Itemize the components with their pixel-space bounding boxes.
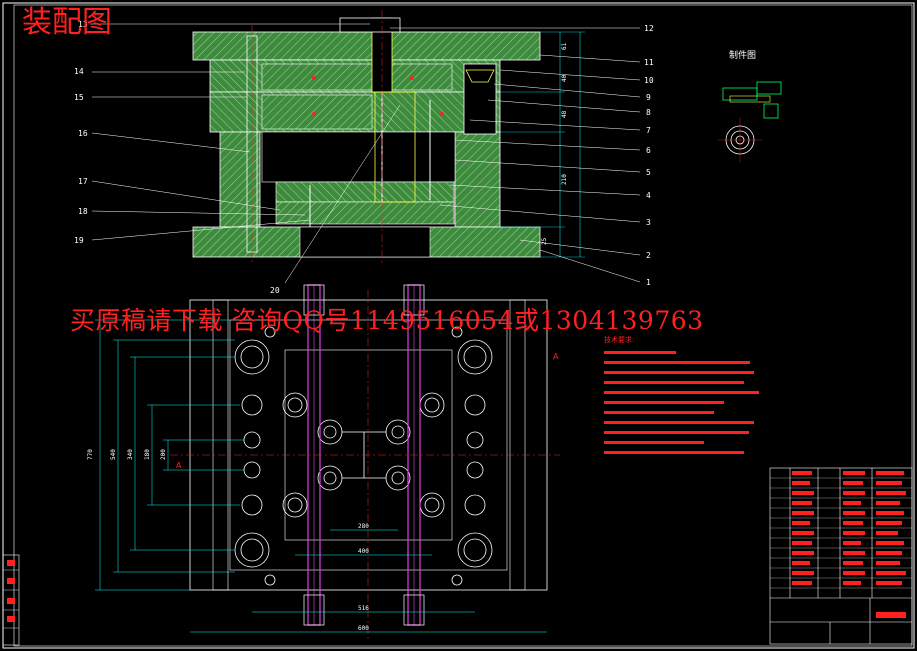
dimension-61: 61 (561, 42, 568, 50)
revision-block (2, 554, 20, 646)
dimension-180: 180 (144, 449, 151, 460)
dimension-40: 40 (561, 74, 568, 82)
part-number-18: 18 (78, 207, 88, 216)
bom-text-marks (792, 471, 906, 618)
tech-notes-title: 技术要求: (604, 336, 635, 344)
section-marker-left: A (176, 461, 182, 470)
section-marker-right: A (553, 352, 559, 361)
inner-border (13, 4, 913, 647)
dimension-540: 540 (110, 449, 117, 460)
plan-dimensions: 280 400 516 600 770 540 340 180 200 (87, 449, 369, 632)
part-number-12: 12 (644, 24, 654, 33)
part-number-19: 19 (74, 236, 84, 245)
part-drawing-title: 制件图 (729, 51, 757, 61)
part-number-15: 15 (74, 93, 84, 102)
dimension-516: 516 (358, 605, 369, 612)
leader-lines (90, 23, 641, 284)
bom-rows (770, 477, 912, 589)
part-number-20: 20 (270, 286, 280, 295)
plan-view: 280 400 516 600 770 540 340 180 200 A A (87, 284, 560, 640)
dimension-770: 770 (87, 449, 94, 460)
dimension-48: 48 (561, 110, 568, 118)
dimension-600: 600 (358, 625, 369, 632)
part-number-3: 3 (646, 218, 651, 227)
tech-notes-lines (604, 351, 759, 454)
part-drawing (718, 81, 782, 162)
part-number-6: 6 (646, 146, 651, 155)
part-number-14: 14 (74, 67, 84, 76)
dimension-340: 340 (127, 449, 134, 460)
part-number-1: 1 (646, 278, 651, 287)
part-number-9: 9 (646, 93, 651, 102)
part-number-16: 16 (78, 129, 88, 138)
dimension-280: 280 (358, 523, 369, 530)
part-numbers: 13 14 15 16 17 18 19 12 11 10 9 8 7 6 5 … (74, 20, 654, 295)
part-number-11: 11 (644, 58, 654, 67)
dimension-25: 25 (541, 237, 548, 245)
watermark-text: 买原稿请下载 咨询QQ号1149516054或1304139763 (70, 306, 704, 335)
part-number-5: 5 (646, 168, 651, 177)
part-number-4: 4 (646, 191, 651, 200)
part-number-8: 8 (646, 108, 651, 117)
dimension-210: 210 (561, 174, 568, 185)
part-number-7: 7 (646, 126, 651, 135)
section-dimensions: 61 40 48 210 25 (541, 42, 568, 245)
section-view (192, 10, 585, 265)
part-number-17: 17 (78, 177, 88, 186)
part-number-10: 10 (644, 76, 654, 85)
dimension-200: 200 (160, 449, 167, 460)
title-block (769, 467, 913, 645)
part-number-2: 2 (646, 251, 651, 260)
dimension-400: 400 (358, 548, 369, 555)
part-number-13: 13 (78, 20, 88, 29)
drawing-title: 装配图 (22, 5, 112, 40)
